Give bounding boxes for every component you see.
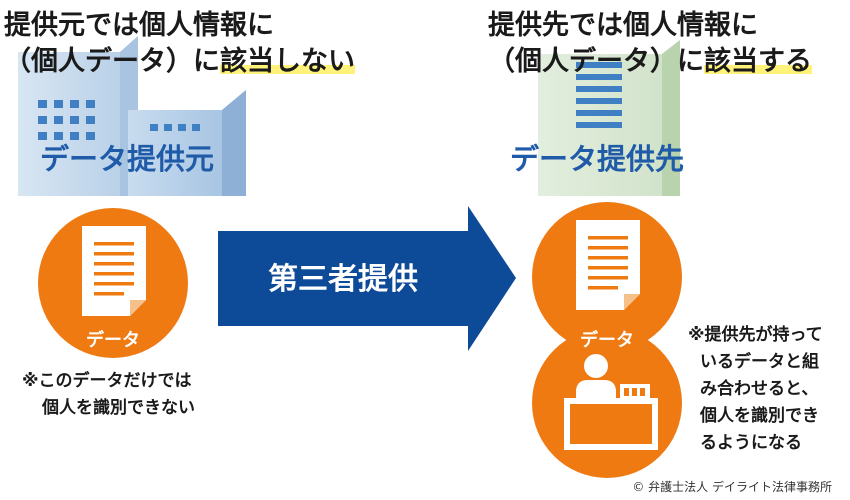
left-office-building-icon	[18, 36, 246, 196]
right-note-line3: み合わせると、	[700, 379, 819, 399]
right-heading-line2-prefix: （個人データ）に	[488, 46, 704, 77]
left-note-line1: ※このデータだけでは	[22, 371, 192, 391]
arrow-label: 第三者提供	[268, 262, 418, 297]
right-note: ※提供先が持って いるデータと組 み合わせると、 個人を識別でき るようになる	[688, 322, 823, 457]
document-icon	[576, 220, 640, 310]
left-building-label: データ提供元	[40, 142, 215, 176]
third-party-arrow	[218, 206, 516, 351]
left-note: ※このデータだけでは 個人を識別できない	[22, 368, 195, 422]
right-building-label: データ提供先	[510, 142, 685, 176]
right-office-building-icon	[538, 40, 680, 196]
document-icon	[82, 226, 146, 316]
right-note-line4: 個人を識別でき	[700, 406, 819, 426]
copyright-credit: © 弁護士法人 デイライト法律事務所	[632, 480, 832, 494]
right-heading-line2: （個人データ）に該当する	[488, 44, 812, 80]
left-heading-line1: 提供元では個人情報に	[4, 10, 274, 41]
right-data-circle: データ	[532, 202, 682, 352]
left-heading-line2: （個人データ）に該当しない	[4, 44, 355, 80]
left-heading-line2-prefix: （個人データ）に	[4, 46, 220, 77]
right-doc-label: データ	[580, 330, 634, 351]
left-doc-label: データ	[86, 330, 140, 351]
person-at-desk-icon	[564, 354, 658, 450]
right-note-line5: るようになる	[700, 433, 802, 453]
right-heading: 提供先では個人情報に （個人データ）に該当する	[488, 8, 812, 80]
right-note-line2: いるデータと組	[700, 352, 819, 372]
right-heading-highlight: 該当する	[704, 46, 812, 77]
left-heading-highlight: 該当しない	[220, 46, 355, 77]
left-note-line2: 個人を識別できない	[42, 398, 195, 418]
left-data-circle: データ	[38, 208, 188, 358]
right-note-line1: ※提供先が持って	[688, 325, 823, 345]
right-heading-line1: 提供先では個人情報に	[488, 10, 758, 41]
right-person-circle	[532, 328, 682, 478]
left-heading: 提供元では個人情報に （個人データ）に該当しない	[4, 8, 355, 80]
